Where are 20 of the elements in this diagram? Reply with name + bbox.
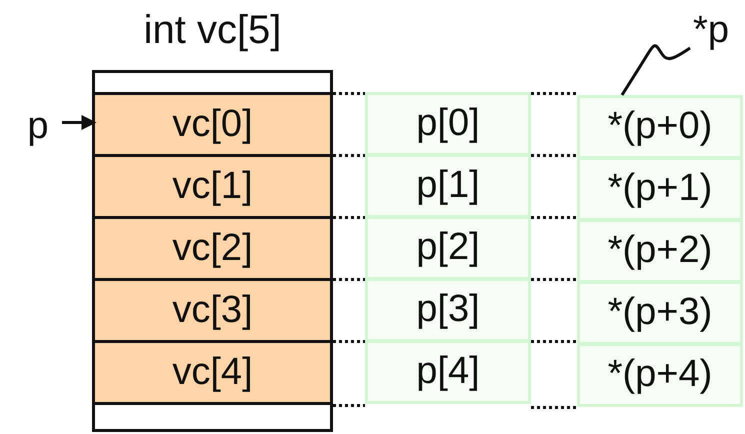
pointer-deref-cell: *(p+3) xyxy=(577,281,743,345)
pointer-deref-cell: *(p+4) xyxy=(577,343,743,407)
pointer-label: p xyxy=(18,104,58,150)
pointer-deref-cell: *(p+0) xyxy=(577,95,743,159)
array-element-cell: vc[2] xyxy=(92,216,333,281)
pointer-index-cell: p[2] xyxy=(365,216,531,280)
pointer-index-cell: p[1] xyxy=(365,154,531,218)
array-element-cell: vc[1] xyxy=(92,154,333,219)
array-element-cell: vc[0] xyxy=(92,92,333,157)
pointer-index-cell: p[4] xyxy=(365,340,531,404)
array-heading: int vc[5] xyxy=(142,8,282,52)
arrow xyxy=(62,115,96,130)
array-element-cell: vc[4] xyxy=(92,340,333,405)
pointer-index-cell: p[0] xyxy=(365,92,531,156)
pointer-index-cell: p[3] xyxy=(365,278,531,342)
array-element-cell: vc[3] xyxy=(92,278,333,343)
pointer-deref-cell: *(p+2) xyxy=(577,219,743,283)
pointer-label: *p xyxy=(680,6,742,56)
leader-line xyxy=(620,44,691,96)
pointer-deref-cell: *(p+1) xyxy=(577,157,743,221)
